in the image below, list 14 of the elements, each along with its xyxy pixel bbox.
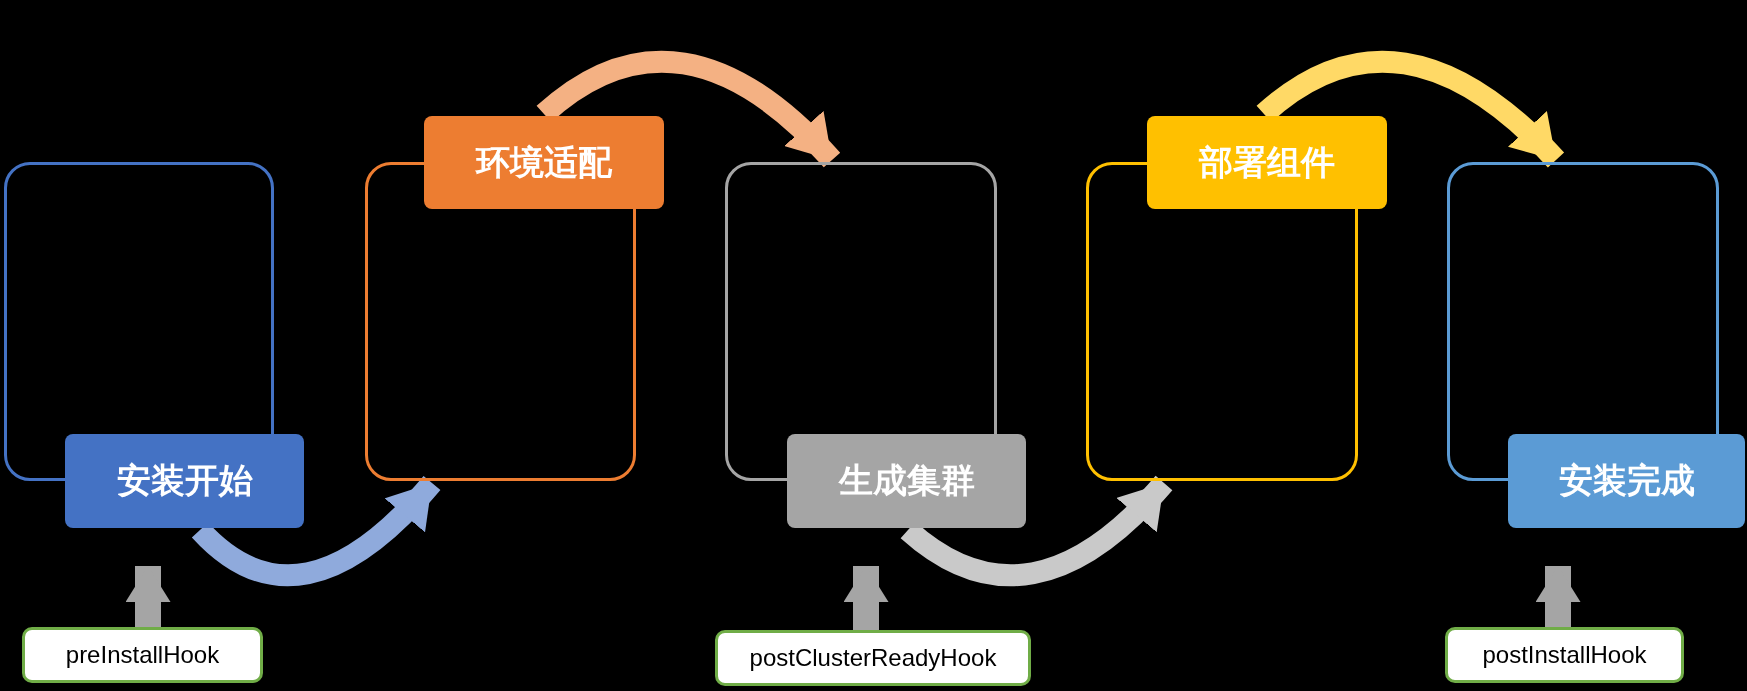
hook-box: postInstallHook — [1445, 627, 1684, 683]
arrow — [1535, 566, 1581, 627]
arrow — [125, 566, 171, 627]
hook-box: postClusterReadyHook — [715, 630, 1031, 686]
hook-box: preInstallHook — [22, 627, 263, 683]
arrow — [537, 50, 840, 168]
stage-label: 环境适配 — [424, 116, 664, 209]
stage-label: 安装开始 — [65, 434, 304, 528]
stage-label: 生成集群 — [787, 434, 1026, 528]
arrow — [901, 475, 1173, 587]
stage-label: 安装完成 — [1508, 434, 1745, 528]
arrow — [843, 566, 889, 630]
arrow — [1257, 50, 1564, 168]
stage-label: 部署组件 — [1147, 116, 1387, 209]
